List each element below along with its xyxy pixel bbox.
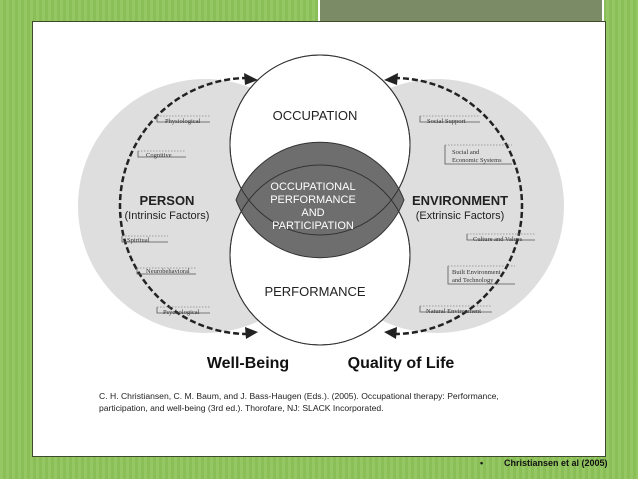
performance-label: PERFORMANCE — [264, 284, 365, 299]
env-factor-social-economic: Social and Economic Systems — [444, 144, 512, 165]
person-factor-neurobehavioral: Neurobehavioral — [136, 267, 196, 275]
env-factor-culture: Culture and Values — [466, 233, 535, 243]
cognitive-label: Cognitive — [146, 152, 172, 159]
physiological-label: Physiological — [165, 118, 201, 125]
neurobehavioral-label: Neurobehavioral — [146, 268, 190, 275]
built-label-line-1: Built Environment — [452, 269, 501, 276]
env-factor-built: Built Environment and Technology — [447, 265, 515, 285]
citation-text: C. H. Christiansen, C. M. Baum, and J. B… — [99, 391, 499, 413]
person-arrow-head-top — [244, 73, 258, 85]
environment-title: ENVIRONMENT — [412, 193, 508, 208]
culture-label: Culture and Values — [473, 236, 523, 243]
person-arrow-arc — [118, 76, 249, 336]
center-lens — [235, 141, 405, 259]
built-label-line-2: and Technology — [452, 277, 494, 284]
social-support-label: Social Support — [427, 118, 466, 125]
quality-of-life-label: Quality of Life — [348, 355, 455, 372]
caption-text: Christiansen et al (2005) — [504, 458, 608, 468]
natural-env-label: Natural Environment — [426, 308, 481, 315]
social-economic-label-line-1: Social and — [452, 149, 480, 156]
psychological-label: Psychological — [163, 309, 200, 316]
spiritual-label: Spiritual — [127, 237, 150, 244]
env-factor-social-support: Social Support — [419, 115, 480, 125]
environment-arrow-arc — [393, 76, 524, 336]
person-arrow-head-bottom — [245, 327, 258, 339]
person-factor-spiritual: Spiritual — [121, 235, 168, 244]
center-label-line-3: AND — [301, 207, 324, 219]
env-factor-natural: Natural Environment — [419, 305, 492, 315]
person-subtitle: (Intrinsic Factors) — [125, 210, 210, 222]
environment-arrow-head-bottom — [384, 327, 397, 339]
center-label-line-1: OCCUPATIONAL — [270, 181, 355, 193]
center-label-line-4: PARTICIPATION — [272, 220, 354, 232]
environment-subtitle: (Extrinsic Factors) — [416, 210, 505, 222]
caption-bullet: • — [480, 458, 484, 468]
occupation-label: OCCUPATION — [273, 108, 358, 123]
center-label-line-2: PERFORMANCE — [270, 194, 356, 206]
well-being-label: Well-Being — [207, 355, 289, 372]
environment-arrow-head-top — [384, 73, 398, 85]
person-title: PERSON — [140, 193, 195, 208]
caption: • Christiansen et al (2005) — [480, 458, 636, 468]
person-factor-psychological: Psychological — [156, 306, 210, 316]
person-factor-cognitive: Cognitive — [137, 150, 186, 159]
social-economic-label-line-2: Economic Systems — [452, 157, 502, 164]
person-factor-physiological: Physiological — [156, 115, 210, 125]
